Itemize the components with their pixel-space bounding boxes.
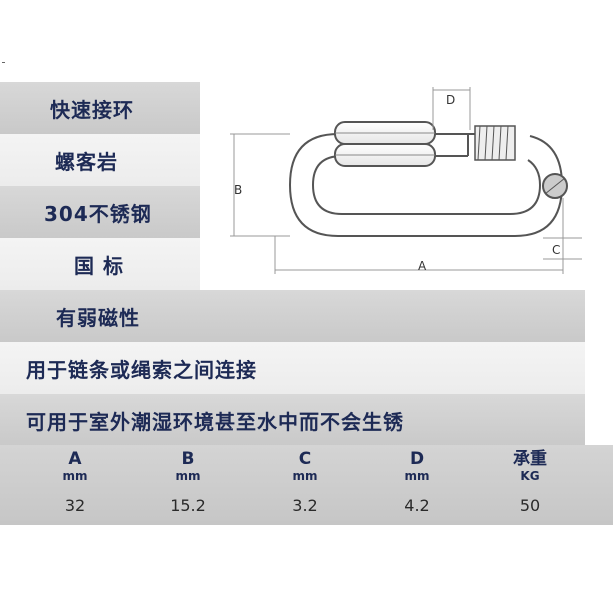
spec-col-d: D mm 4.2 <box>372 445 462 515</box>
spec-unit: mm <box>404 469 430 483</box>
feature-row-environment: 可用于室外潮湿环境甚至水中而不会生锈 <box>0 394 585 446</box>
feature-label: 有弱磁性 <box>56 305 140 330</box>
feature-label: 可用于室外潮湿环境甚至水中而不会生锈 <box>26 409 404 434</box>
link-inner-outline <box>311 155 542 215</box>
feature-row-magnetism: 有弱磁性 <box>0 290 585 342</box>
spec-header: A <box>68 449 82 469</box>
spec-unit: mm <box>292 469 318 483</box>
feature-row-usage: 用于链条或绳索之间连接 <box>0 342 585 394</box>
feature-row-material: 304不锈钢 <box>0 186 200 238</box>
feature-label: 国 标 <box>74 253 124 278</box>
feature-label: 304不锈钢 <box>44 201 152 226</box>
spec-unit: mm <box>175 469 201 483</box>
spec-value: 32 <box>64 496 86 515</box>
feature-label: 用于链条或绳索之间连接 <box>26 357 257 382</box>
spec-col-load: 承重 KG 50 <box>485 445 575 515</box>
spec-header: C <box>298 449 312 469</box>
spec-col-c: C mm 3.2 <box>260 445 350 515</box>
spec-value: 15.2 <box>170 496 206 515</box>
quick-link-diagram: D B A C <box>230 87 582 274</box>
spec-header: B <box>181 449 195 469</box>
feature-row-quick-link: 快速接环 <box>0 82 200 134</box>
dim-label-c: C <box>552 243 560 257</box>
feature-row-standard: 国 标 <box>0 238 200 290</box>
corner-mark <box>2 62 5 63</box>
feature-row-screw: 螺客岩 <box>0 134 200 186</box>
feature-label: 快速接环 <box>50 97 134 122</box>
spec-header: 承重 <box>513 449 547 469</box>
feature-label: 螺客岩 <box>55 149 118 174</box>
dim-label-d: D <box>446 93 455 107</box>
spec-table: A mm 32 B mm 15.2 C mm 3.2 D mm 4.2 承重 K… <box>0 445 613 525</box>
spec-col-b: B mm 15.2 <box>143 445 233 515</box>
dim-label-b: B <box>234 183 242 197</box>
spec-col-a: A mm 32 <box>30 445 120 515</box>
spec-value: 4.2 <box>404 496 430 515</box>
dim-label-a: A <box>418 259 427 273</box>
spec-value: 3.2 <box>292 496 318 515</box>
sleeve-nut <box>334 121 436 167</box>
spec-unit: mm <box>62 469 88 483</box>
spec-header: D <box>409 449 425 469</box>
spec-unit: KG <box>520 469 540 483</box>
link-outer-outline <box>288 133 564 237</box>
thread <box>474 125 516 161</box>
spec-value: 50 <box>519 496 541 515</box>
